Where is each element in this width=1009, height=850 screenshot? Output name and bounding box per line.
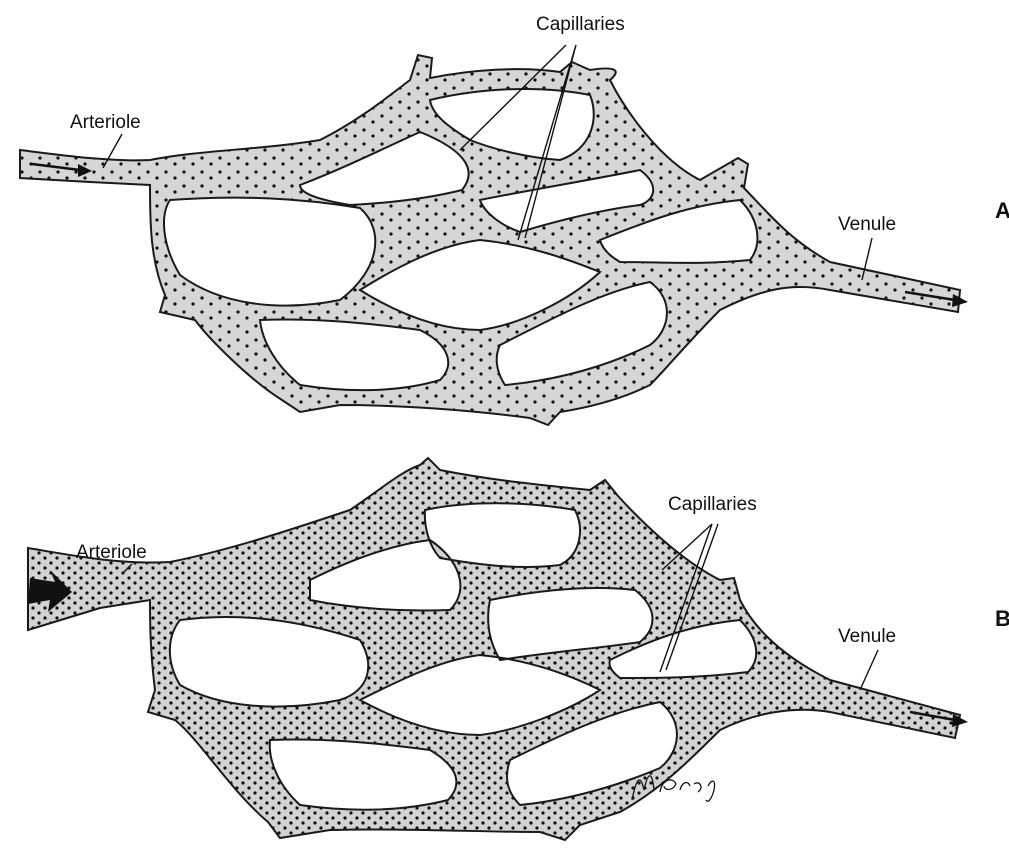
venule-label-b: Venule	[838, 626, 896, 647]
arteriole-label-a: Arteriole	[70, 112, 141, 133]
panel-letter-b: B	[995, 606, 1009, 631]
panel-letter-a: A	[995, 198, 1009, 223]
panel-b: Capillaries Arteriole Venule B	[28, 458, 1009, 840]
vessel-network-a	[20, 55, 960, 425]
vessel-network-b	[28, 458, 960, 840]
capillaries-label-b: Capillaries	[668, 494, 757, 515]
capillaries-label-a: Capillaries	[536, 14, 625, 35]
panel-a: Capillaries Arteriole Venule A	[20, 14, 1009, 425]
venule-leader-b	[860, 650, 878, 690]
venule-label-a: Venule	[838, 214, 896, 235]
arteriole-label-b: Arteriole	[76, 542, 147, 563]
